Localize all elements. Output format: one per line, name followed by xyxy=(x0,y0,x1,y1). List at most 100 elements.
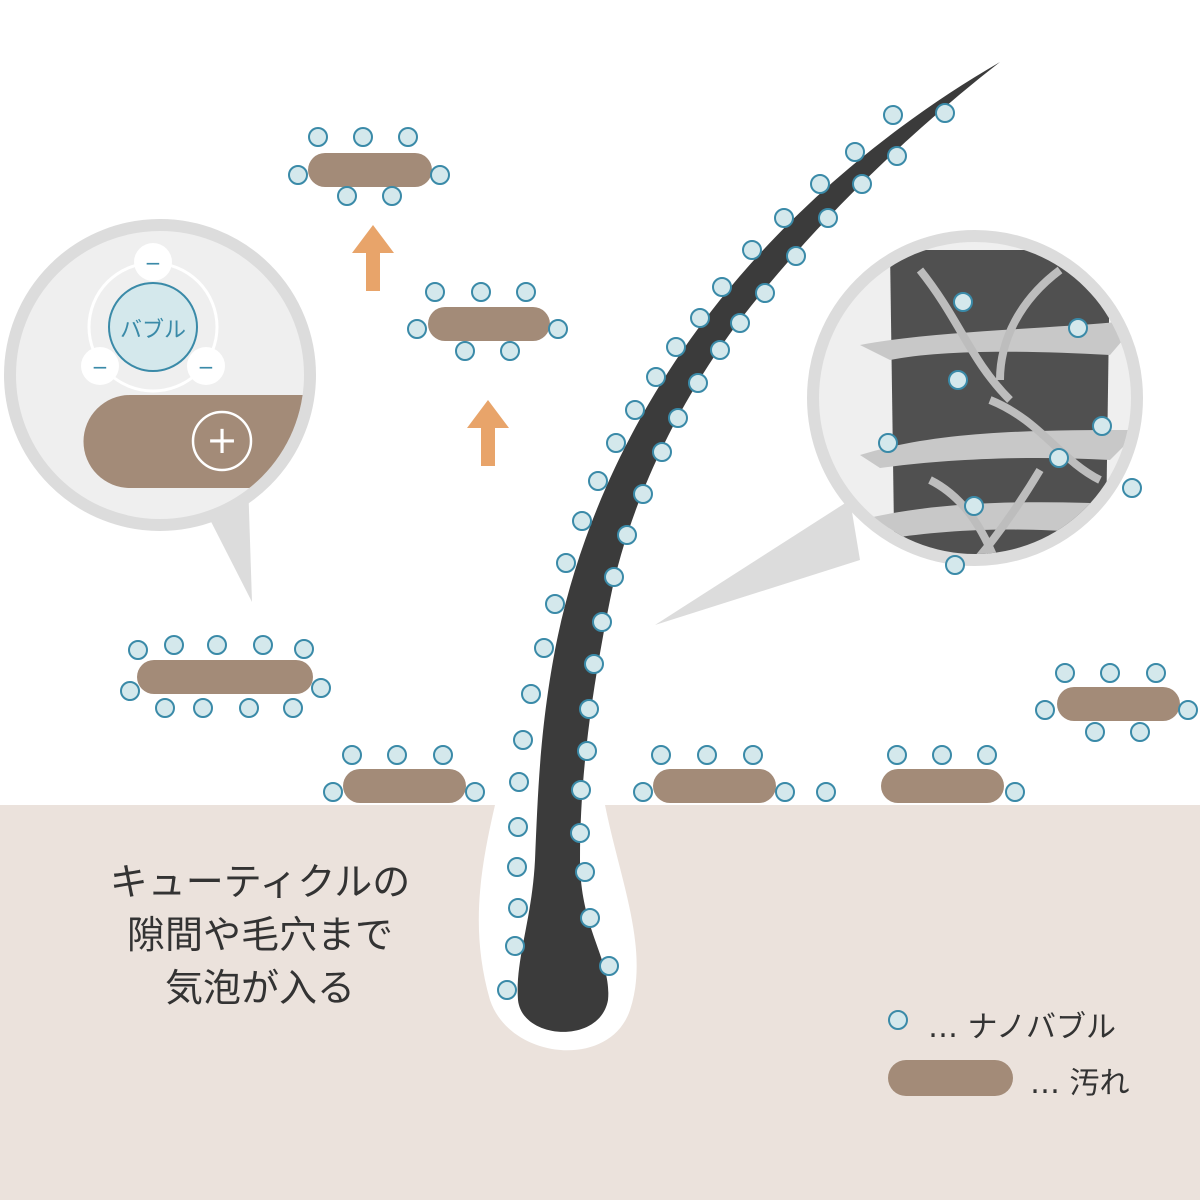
nanobubble xyxy=(342,745,362,765)
nanobubble xyxy=(288,165,308,185)
nanobubble xyxy=(294,639,314,659)
nanobubble xyxy=(580,908,600,928)
dirt-particle-magnified xyxy=(83,395,304,488)
nanobubble xyxy=(516,282,536,302)
nanobubble xyxy=(755,283,775,303)
nanobubble xyxy=(883,105,903,125)
nanobubble xyxy=(239,698,259,718)
negative-charge-icon: − xyxy=(92,355,109,379)
nanobubble xyxy=(509,772,529,792)
dirt-particle xyxy=(653,769,776,803)
caption: キューティクルの 隙間や毛穴まで 気泡が入る xyxy=(60,856,460,1015)
nanobubble xyxy=(606,433,626,453)
nanobubble xyxy=(775,782,795,802)
nanobubble xyxy=(646,367,666,387)
nanobubble xyxy=(308,127,328,147)
nanobubble xyxy=(353,127,373,147)
plus-sign: + xyxy=(206,418,238,462)
nanobubble xyxy=(430,165,450,185)
nanobubble xyxy=(407,319,427,339)
legend-dirt-label: … 汚れ xyxy=(1030,1066,1130,1101)
nanobubble xyxy=(588,471,608,491)
dirt-particle xyxy=(308,153,432,187)
nanobubble xyxy=(1005,782,1025,802)
nanobubble xyxy=(570,823,590,843)
nanobubble xyxy=(633,782,653,802)
charge-callout: + バブル − − − xyxy=(4,219,316,602)
nanobubble xyxy=(1049,448,1069,468)
caption-line: 隙間や毛穴まで xyxy=(126,913,393,957)
nanobubble xyxy=(433,745,453,765)
nanobubble xyxy=(572,511,592,531)
dirt-particles xyxy=(137,153,1180,803)
nanobubble xyxy=(592,612,612,632)
nanobubble xyxy=(253,635,273,655)
nanobubble xyxy=(1085,722,1105,742)
nanobubble xyxy=(845,142,865,162)
nanobubble xyxy=(932,745,952,765)
dirt-particle xyxy=(137,660,313,694)
nanobubble xyxy=(887,146,907,166)
nanobubble xyxy=(816,782,836,802)
nanobubble xyxy=(497,980,517,1000)
dirt-particle xyxy=(343,769,466,803)
nanobubble xyxy=(617,525,637,545)
upward-arrows xyxy=(352,225,509,466)
nanobubble xyxy=(521,684,541,704)
nanobubble xyxy=(387,745,407,765)
nanobubble xyxy=(712,277,732,297)
nanobubble xyxy=(1092,416,1112,436)
dirt-particle xyxy=(1057,687,1180,721)
nanobubble xyxy=(953,292,973,312)
positive-charge-icon xyxy=(191,410,253,472)
nanobubble xyxy=(193,698,213,718)
nanobubble xyxy=(599,956,619,976)
nanobubble xyxy=(571,780,591,800)
nanobubble xyxy=(398,127,418,147)
arrow-up-icon xyxy=(352,225,394,291)
nanobubble xyxy=(337,186,357,206)
caption-line: キューティクルの xyxy=(109,860,411,904)
nanobubble xyxy=(207,635,227,655)
cuticle-callout xyxy=(655,230,1143,625)
nanobubble xyxy=(534,638,554,658)
nanobubble xyxy=(688,373,708,393)
nanobubble xyxy=(810,174,830,194)
nanobubble xyxy=(548,319,568,339)
nanobubble xyxy=(1100,663,1120,683)
nanobubble xyxy=(652,442,672,462)
nanobubble xyxy=(666,337,686,357)
nanobubble xyxy=(1035,700,1055,720)
nanobubble xyxy=(164,635,184,655)
nanobubbles xyxy=(120,103,1198,1000)
nanobubble xyxy=(935,103,955,123)
nanobubble xyxy=(120,681,140,701)
caption-line: 気泡が入る xyxy=(164,966,355,1010)
nanobubble xyxy=(774,208,794,228)
nanobubble xyxy=(964,496,984,516)
nanobubble xyxy=(323,782,343,802)
nanobubble xyxy=(1068,318,1088,338)
nanobubble xyxy=(668,408,688,428)
nanobubble xyxy=(1130,722,1150,742)
nanobubble xyxy=(697,745,717,765)
nanobubble xyxy=(878,433,898,453)
nanobubble xyxy=(577,741,597,761)
nanobubble xyxy=(730,313,750,333)
nanobubble xyxy=(1122,478,1142,498)
nanobubble xyxy=(465,782,485,802)
nanobubble xyxy=(887,745,907,765)
nanobubble xyxy=(311,678,331,698)
nanobubble xyxy=(155,698,175,718)
nanobubble xyxy=(128,640,148,660)
nanobubble xyxy=(786,246,806,266)
legend-bubble-label: … ナノバブル xyxy=(928,1010,1117,1045)
nanobubble xyxy=(556,553,576,573)
legend-dirt-icon xyxy=(888,1060,1013,1096)
nanobubble xyxy=(283,698,303,718)
legend-bubble-icon xyxy=(888,1010,908,1030)
nanobubble xyxy=(818,208,838,228)
nanobubble xyxy=(471,282,491,302)
nanobubble xyxy=(507,857,527,877)
